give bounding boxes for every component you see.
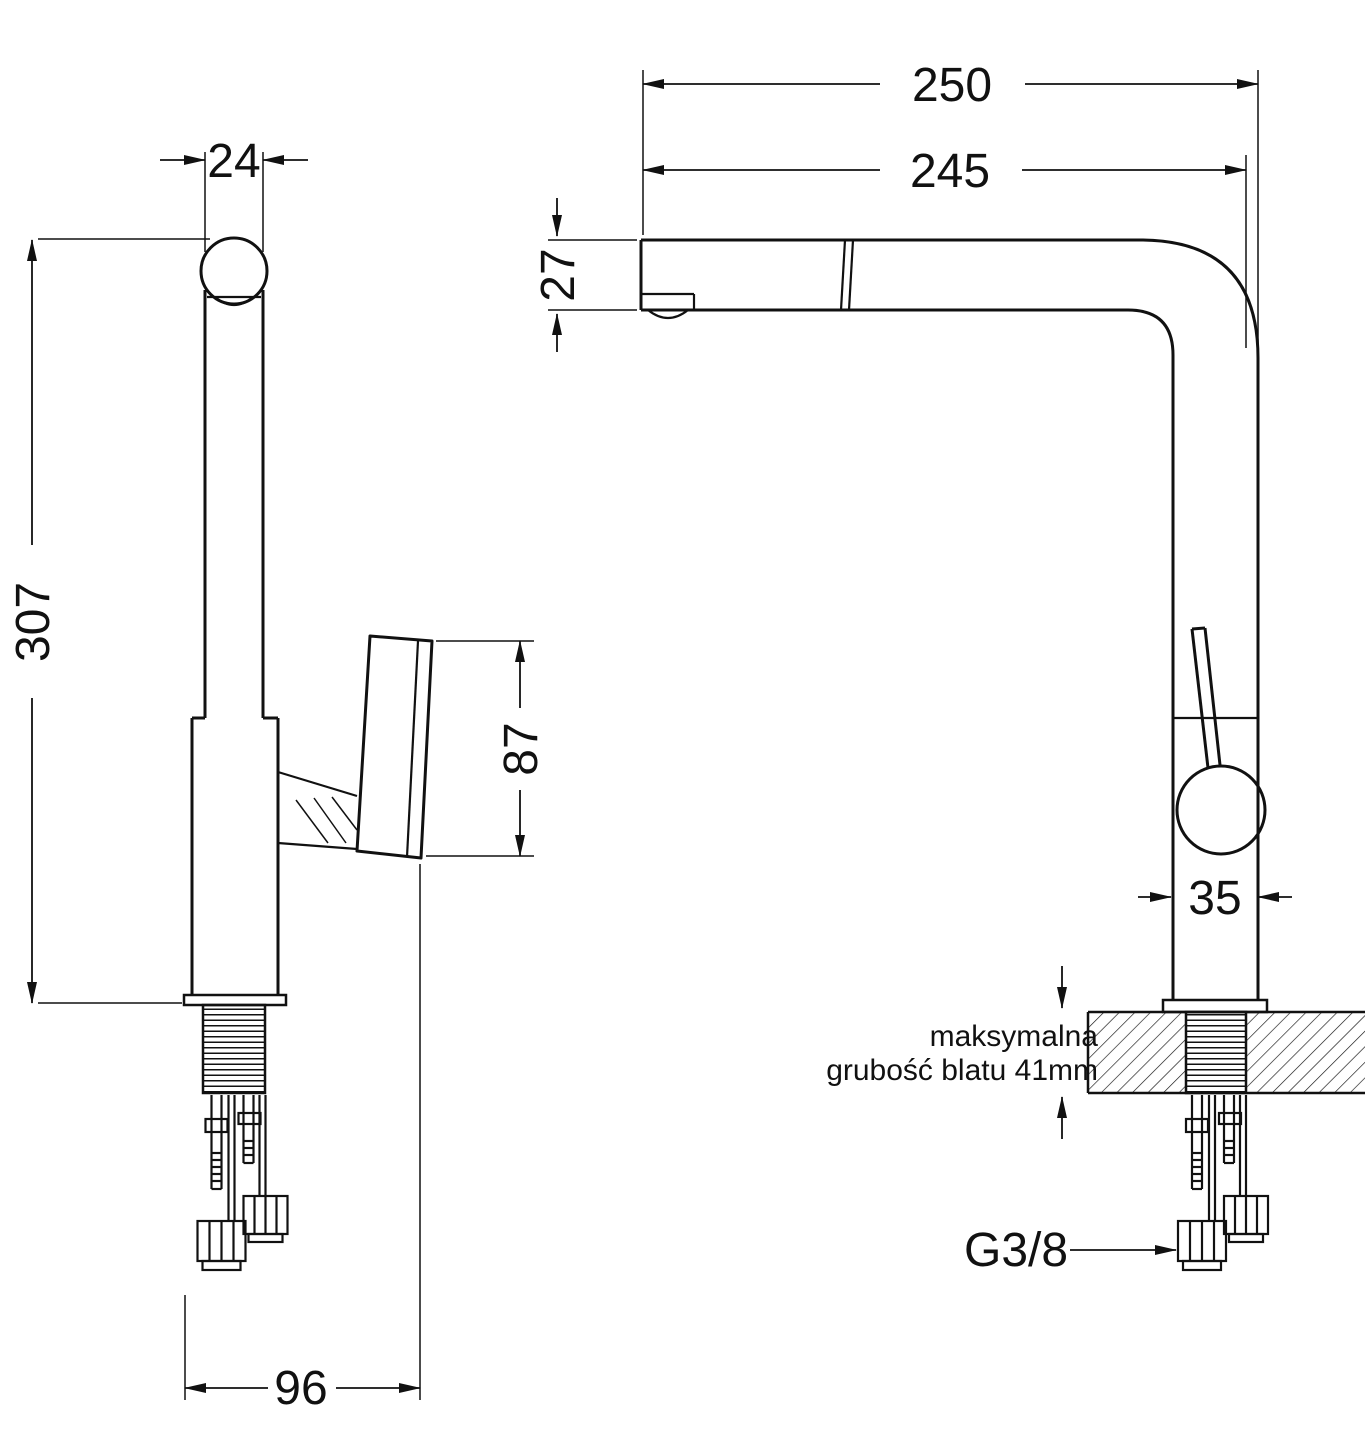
threaded-shank-front [1184, 1010, 1248, 1095]
spout-inner [641, 308, 1175, 1000]
dim-27-label: 27 [532, 248, 585, 301]
base-flange-front [1161, 998, 1269, 1014]
dim-245-label: 245 [910, 145, 990, 198]
countertop-section [1086, 1010, 1365, 1095]
dim-250-label: 250 [912, 59, 992, 112]
dim-96-label: 96 [274, 1362, 327, 1415]
handle-ball-front [1175, 764, 1267, 856]
threaded-shank-side [201, 1003, 267, 1095]
aerator [647, 309, 689, 320]
spout-outer [641, 238, 1260, 1000]
side-view-dimensions: 24 307 87 96 [7, 135, 548, 1415]
handle-side [355, 634, 434, 860]
spout-curve-side [199, 236, 269, 306]
faucet-front-view [639, 238, 1365, 1272]
base-flange-side [182, 993, 288, 1007]
dim-87-label: 87 [495, 722, 548, 775]
dim-35-label: 35 [1188, 872, 1241, 925]
thread-size-label: G3/8 [964, 1224, 1068, 1277]
dim-307-label: 307 [7, 582, 60, 662]
dim-24-label: 24 [207, 135, 260, 188]
counter-note-line2: grubość blatu 41mm [826, 1054, 1098, 1087]
counter-note-line1: maksymalna [930, 1020, 1099, 1053]
faucet-side-view [182, 236, 434, 1272]
front-view-dimensions: 250 245 27 35 maksymalna grubość blatu 4… [532, 59, 1292, 1277]
